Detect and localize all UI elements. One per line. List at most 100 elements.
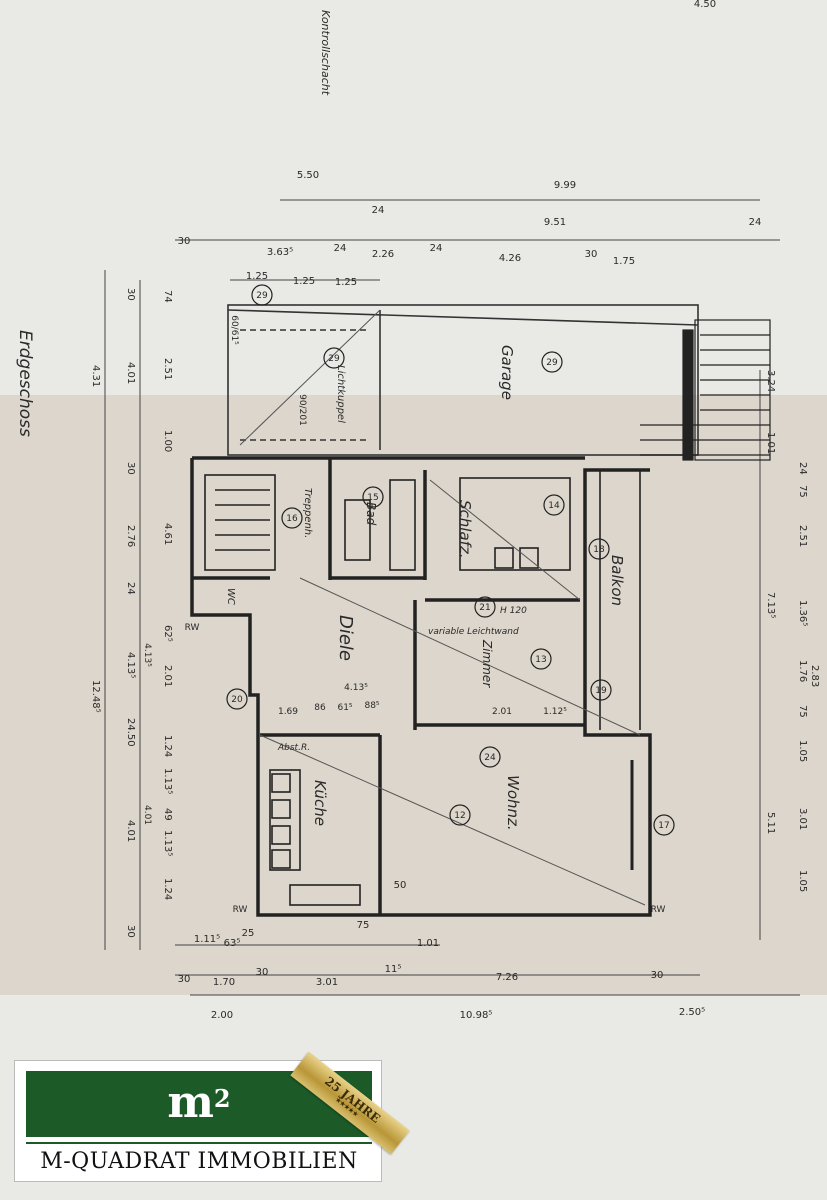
kitchen-table [269, 769, 301, 871]
dim-left-6: 30 [125, 462, 136, 475]
kitchen-counter [289, 884, 361, 906]
diagonal-schlaf [429, 479, 581, 601]
bathtub [344, 499, 371, 561]
label-leitwand: variable Leichtwand [428, 627, 519, 637]
dim-bottom-13: 75 [357, 920, 370, 931]
dim-top-11: 30 [585, 249, 598, 260]
marker-rw-left: RW [233, 905, 248, 915]
room-diele: Diele [335, 615, 356, 661]
dim-top-0: 5.50 [297, 170, 319, 181]
marker-24: 24 [484, 753, 496, 763]
logo-mark: m2 [26, 1075, 372, 1131]
diagonal-diele [299, 577, 641, 736]
dim-bottom-5: 30 [256, 967, 269, 978]
marker-12: 12 [454, 811, 465, 821]
nightstand-right [519, 547, 539, 569]
marker-29a: 29 [256, 291, 268, 301]
room-schlafz: Schlafz. [456, 500, 474, 559]
room-bad: Bad [364, 502, 378, 526]
dim-top-14: 1.25 [293, 276, 315, 287]
dim-top-3: 9.51 [544, 217, 566, 228]
marker-19: 19 [595, 686, 607, 696]
dim-right-10: 3.01 [797, 808, 808, 830]
marker-29b: 29 [328, 354, 340, 364]
label-schrank: H 120 [500, 606, 527, 616]
dim-bottom-0: 1.11⁵ [194, 934, 220, 945]
dim-left-15: 49 [162, 808, 173, 821]
dim-top-12: 1.75 [613, 256, 635, 267]
dim-inner-7: 90/201 [297, 394, 307, 426]
floor-label: Erdgeschoss [15, 330, 35, 437]
diagonal-wohnz [259, 734, 646, 906]
dim-left-1: 74 [162, 290, 173, 303]
garage-top-beam [227, 309, 699, 326]
dim-right-8: 75 [797, 705, 808, 718]
dim-left-11: 2.01 [162, 665, 173, 687]
marker-29c: 29 [546, 358, 558, 368]
dim-bottom-6: 3.01 [316, 977, 338, 988]
garage-outline [227, 304, 699, 456]
dim-top-8: 2.26 [372, 249, 394, 260]
marker-18: 18 [593, 545, 605, 555]
dim-left-19: 12.48⁵ [90, 680, 101, 713]
dim-inner-2: 86 [314, 703, 326, 713]
dim-left-8: 4.61 [162, 523, 173, 545]
dim-right-13: 2.83 [809, 665, 820, 687]
dim-inner-3: 61⁵ [337, 703, 352, 713]
dim-top-15: 1.25 [335, 277, 357, 288]
dim-bottom-2: 25 [242, 928, 255, 939]
dim-left-2: 2.51 [162, 358, 173, 380]
dim-bottom-14: 1.01 [417, 938, 439, 949]
label-lichtkuppel: Lichtkuppel [335, 365, 346, 423]
room-zimmer: Zimmer [480, 639, 494, 688]
dim-left-14: 1.13⁵ [162, 768, 173, 794]
marker-14: 14 [548, 501, 560, 511]
dim-left-7: 2.76 [125, 525, 136, 547]
shower [389, 479, 416, 571]
dim-right-9: 1.05 [797, 740, 808, 762]
dim-left-0: 30 [125, 288, 136, 301]
marker-17: 17 [658, 821, 669, 831]
dim-left-16: 1.13⁵ [162, 830, 173, 856]
dim-bottom-7: 11⁵ [385, 964, 402, 975]
dim-bottom-15: 50 [394, 880, 407, 891]
dim-right-3: 75 [797, 485, 808, 498]
dim-right-0: 3.24 [765, 370, 776, 392]
dim-left-5: 4.31 [90, 365, 101, 387]
marker-rw-right: RW [651, 905, 666, 915]
dim-bottom-1: 63⁵ [224, 938, 241, 949]
dim-top-16: 4.50 [694, 0, 716, 10]
dim-left-17: 1.24 [162, 878, 173, 900]
logo-divider [26, 1142, 372, 1144]
dim-inner-9: 4.01 [142, 805, 152, 825]
dim-left-9: 24 [125, 582, 136, 595]
dim-top-6: 3.63⁵ [267, 247, 293, 258]
nightstand-left [494, 547, 514, 569]
dim-bottom-11: 10.98⁵ [460, 1010, 493, 1021]
shaft-label: Kontrollschacht [319, 10, 332, 96]
dim-left-10: 4.13⁵ [125, 652, 136, 678]
label-abst: Abst.R. [277, 743, 310, 753]
logo-mark-superscript: 2 [213, 1084, 231, 1113]
bed [459, 477, 571, 571]
dim-top-5: 30 [178, 236, 191, 247]
marker-15: 15 [367, 493, 378, 503]
dim-left-12: 24.50 [125, 718, 136, 747]
dim-inner-0: 4.13⁵ [344, 683, 368, 693]
dim-top-2: 24 [372, 205, 385, 216]
dim-left-18: 4.01 [125, 820, 136, 842]
dim-top-13: 1.25 [246, 271, 268, 282]
dim-inner-4: 88⁵ [364, 701, 379, 711]
marker-20: 20 [231, 695, 243, 705]
dim-right-2: 24 [797, 462, 808, 475]
room-balkon: Balkon [608, 555, 626, 606]
dim-left-4: 4.01 [125, 362, 136, 384]
room-wc: WC [225, 588, 236, 605]
dim-top-4: 24 [749, 217, 762, 228]
dim-right-6: 7.13⁵ [765, 592, 776, 618]
dim-bottom-12: 2.50⁵ [679, 1007, 705, 1018]
dim-bottom-4: 1.70 [213, 977, 235, 988]
outer-wall [190, 458, 652, 917]
room-garage: Garage [498, 345, 516, 400]
